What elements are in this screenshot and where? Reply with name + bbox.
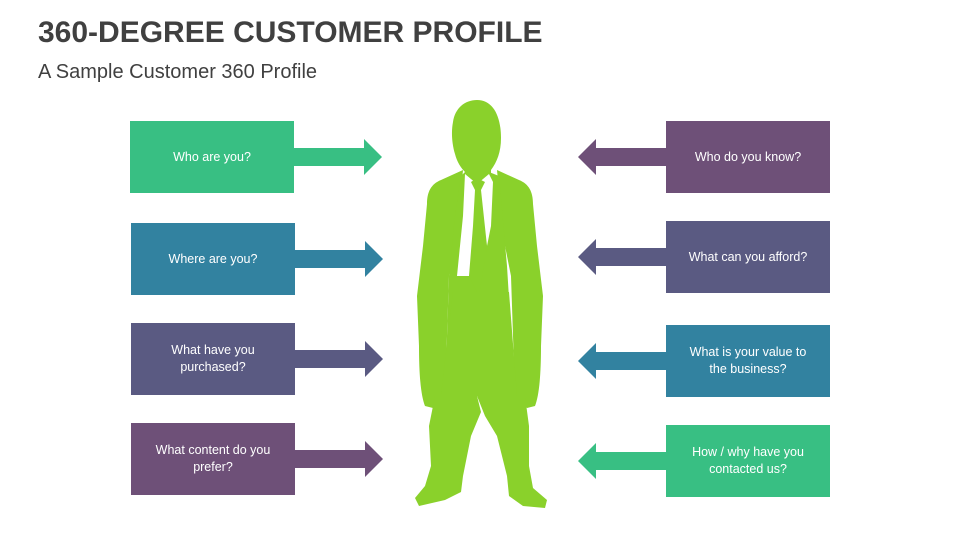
left-question-box-3: What have you purchased? <box>131 323 295 395</box>
question-label: Where are you? <box>168 251 258 266</box>
right-question-box-1: Who do you know? <box>666 121 830 193</box>
question-label: Who are you? <box>173 149 251 164</box>
right-question-box-4: How / why have you contacted us? <box>666 425 830 497</box>
arrow-left-icon <box>578 139 667 175</box>
left-question-box-4: What content do you prefer? <box>131 423 295 495</box>
question-label: What content do you prefer? <box>155 443 271 474</box>
arrow-left-icon <box>578 343 667 379</box>
page-subtitle: A Sample Customer 360 Profile <box>38 61 318 83</box>
left-question-box-1: Who are you? <box>130 121 294 193</box>
left-question-box-2: Where are you? <box>131 223 295 295</box>
question-label: What is your value to the business? <box>689 345 807 376</box>
right-question-box-2: What can you afford? <box>666 221 830 293</box>
question-label: What can you afford? <box>688 249 808 264</box>
question-label: How / why have you contacted us? <box>692 445 804 476</box>
arrow-right-icon <box>294 241 383 277</box>
right-question-box-3: What is your value to the business? <box>666 325 830 397</box>
businessman-silhouette-icon <box>415 100 547 508</box>
arrow-right-icon <box>293 139 382 175</box>
arrow-right-icon <box>294 441 383 477</box>
arrow-left-icon <box>578 443 667 479</box>
question-label: Who do you know? <box>694 149 802 164</box>
arrow-left-icon <box>578 239 667 275</box>
question-label: What have you purchased? <box>171 343 255 374</box>
arrow-right-icon <box>294 341 383 377</box>
page-title: 360-DEGREE CUSTOMER PROFILE <box>38 16 543 49</box>
